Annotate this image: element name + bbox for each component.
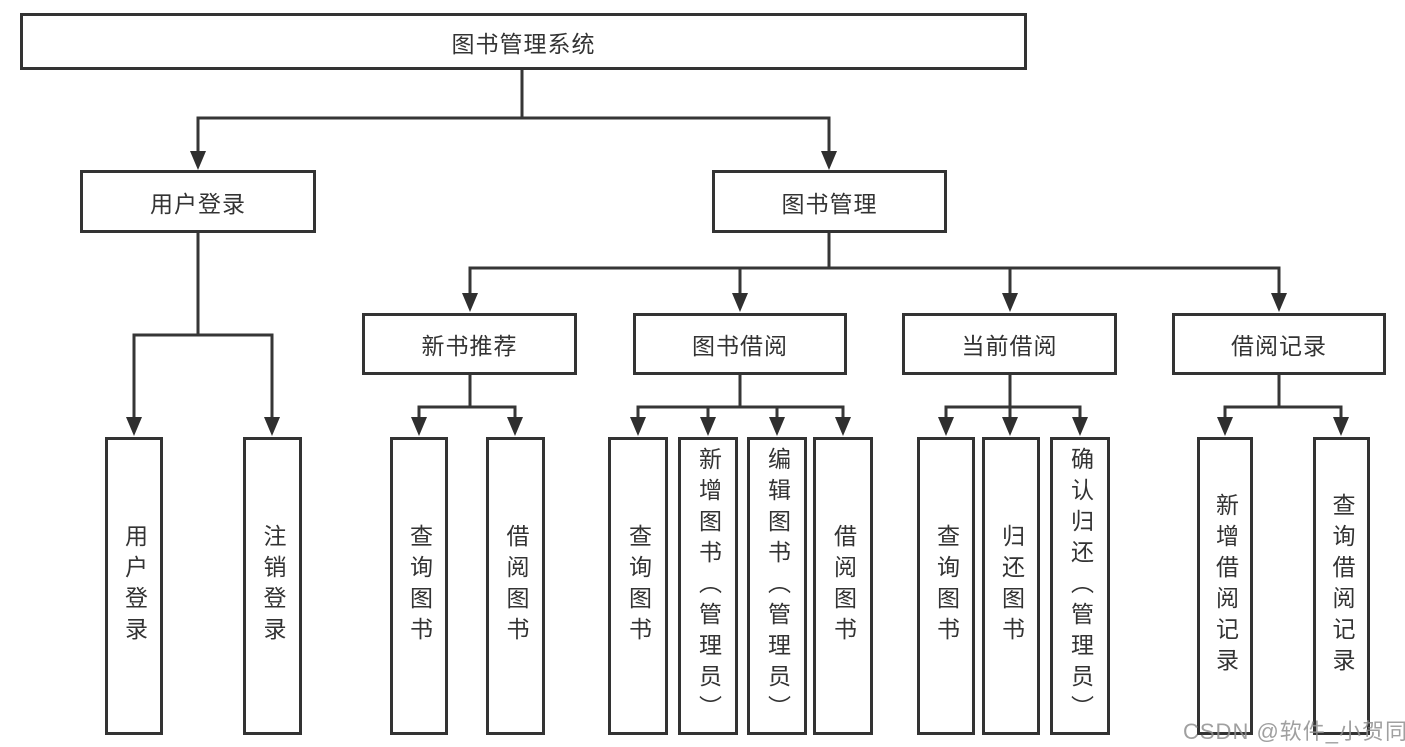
leaf-borrow-query-book: 查询图书: [608, 437, 668, 735]
node-root-library-management-system: 图书管理系统: [20, 13, 1027, 70]
leaf-current-return-book: 归还图书: [982, 437, 1040, 735]
node-book-management: 图书管理: [712, 170, 947, 233]
arrowhead-icon: [1002, 293, 1018, 312]
leaf-current-query-book: 查询图书: [917, 437, 975, 735]
leaf-record-query-borrow-record: 查询借阅记录: [1313, 437, 1370, 735]
node-current-borrow: 当前借阅: [902, 313, 1117, 375]
node-borrow-record: 借阅记录: [1172, 313, 1386, 375]
node-user-login: 用户登录: [80, 170, 316, 233]
arrowhead-icon: [835, 417, 851, 436]
connector-book-borrow-to-leaves: [630, 375, 851, 436]
node-book-borrow: 图书借阅: [633, 313, 847, 375]
connector-book-management-to-level3: [462, 233, 1287, 312]
connector-root-to-level2: [190, 70, 837, 170]
arrowhead-icon: [1271, 293, 1287, 312]
leaf-user-login: 用户登录: [105, 437, 163, 735]
arrowhead-icon: [1333, 417, 1349, 436]
connector-user-login-to-leaves: [126, 233, 280, 436]
arrowhead-icon: [732, 293, 748, 312]
leaf-borrow-add-book-admin: 新增图书（管理员）: [678, 437, 738, 735]
arrowhead-icon: [1072, 417, 1088, 436]
connector-borrow-record-to-leaves: [1217, 375, 1349, 436]
arrowhead-icon: [507, 417, 523, 436]
arrowhead-icon: [821, 151, 837, 170]
arrowhead-icon: [769, 417, 785, 436]
arrowhead-icon: [126, 417, 142, 436]
connector-current-borrow-to-leaves: [938, 375, 1088, 436]
arrowhead-icon: [1002, 417, 1018, 436]
arrowhead-icon: [1217, 417, 1233, 436]
arrowhead-icon: [630, 417, 646, 436]
leaf-recommend-query-book: 查询图书: [390, 437, 448, 735]
arrowhead-icon: [190, 151, 206, 170]
leaf-logout: 注销登录: [243, 437, 302, 735]
arrowhead-icon: [264, 417, 280, 436]
leaf-current-confirm-return-admin: 确认归还（管理员）: [1050, 437, 1110, 735]
arrowhead-icon: [462, 293, 478, 312]
leaf-recommend-borrow-book: 借阅图书: [486, 437, 545, 735]
arrowhead-icon: [700, 417, 716, 436]
leaf-record-add-borrow-record: 新增借阅记录: [1197, 437, 1253, 735]
connector-new-book-recommend-to-leaves: [411, 375, 523, 436]
arrowhead-icon: [938, 417, 954, 436]
csdn-watermark: CSDN @软件_小贺同学: [1183, 719, 1405, 744]
leaf-borrow-edit-book-admin: 编辑图书（管理员）: [747, 437, 807, 735]
leaf-borrow-borrow-book: 借阅图书: [813, 437, 873, 735]
node-new-book-recommend: 新书推荐: [362, 313, 577, 375]
arrowhead-icon: [411, 417, 427, 436]
